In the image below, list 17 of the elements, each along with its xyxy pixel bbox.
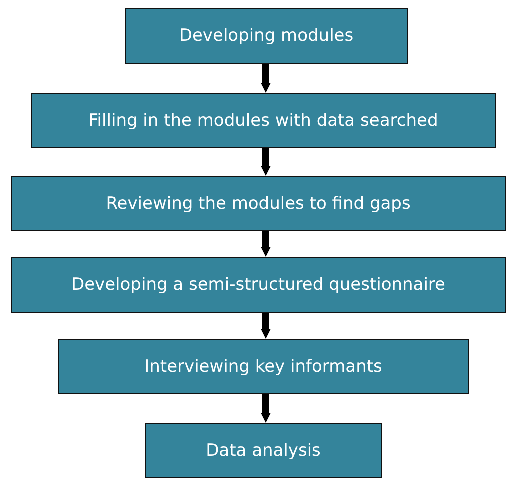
step-text: Interviewing key informants [144,356,382,376]
step-text: Developing modules [179,26,354,46]
step-text: Developing a semi-structured questionnaire [71,275,446,295]
process-box [125,8,408,64]
step-text: Reviewing the modules to find gaps [106,194,411,214]
arrow [261,148,271,176]
process-box [11,176,506,231]
arrow [261,231,271,257]
process-box [11,257,506,313]
step-text: Filling in the modules with data searched [88,110,438,130]
arrow [261,64,271,93]
process-box [31,93,496,148]
arrow [261,313,271,339]
process-box [58,339,469,394]
process-box [145,423,382,478]
step-text: Data analysis [206,440,321,460]
arrow [261,394,271,423]
